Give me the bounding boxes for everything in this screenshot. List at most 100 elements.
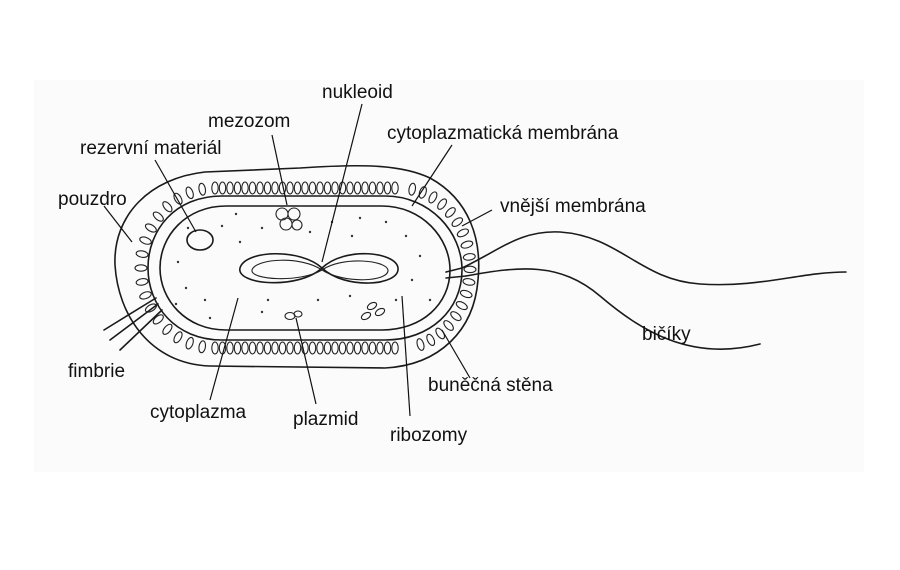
membrane-bead: [185, 186, 194, 200]
membrane-bead: [256, 341, 264, 355]
membrane-bead: [316, 341, 324, 355]
membrane-bead: [323, 341, 332, 355]
membrane-bead: [353, 341, 362, 355]
membrane-bead: [301, 181, 309, 195]
membrane-bead: [271, 181, 279, 195]
membrane-bead: [134, 264, 148, 272]
flagellum-lower: [465, 268, 761, 350]
label-rezervni-material: rezervní materiál: [80, 138, 222, 159]
cytoplasm-dot: [308, 230, 312, 234]
membrane-bead: [135, 250, 149, 258]
cytoplasm-dot: [404, 234, 408, 238]
membrane-bead: [293, 341, 302, 355]
membrane-bead: [248, 181, 257, 195]
cytoplasm-dot: [238, 240, 242, 244]
membrane-bead: [256, 181, 264, 195]
cytoplasm-dot: [184, 286, 188, 290]
membrane-bead: [426, 333, 436, 347]
membrane-bead: [361, 181, 369, 195]
membrane-bead: [460, 240, 474, 249]
plasmid-shape: [284, 310, 303, 321]
membrane-bead: [437, 198, 448, 210]
flagellum-base: [445, 267, 467, 279]
cytoplasmic-membrane-line: [159, 205, 451, 331]
membrane-bead: [308, 341, 317, 355]
cytoplasm-dot: [220, 224, 224, 228]
membrane-bead: [463, 265, 477, 274]
label-bicky: bičíky: [642, 324, 691, 345]
membrane-bead: [361, 341, 369, 355]
membrane-bead: [248, 341, 257, 355]
membrane-bead: [286, 181, 294, 195]
fimbriae-lines: [103, 297, 163, 351]
membrane-bead: [286, 341, 294, 355]
membrane-bead: [456, 228, 470, 238]
membrane-bead: [144, 223, 157, 233]
membrane-bead: [162, 323, 173, 335]
label-vnejsi-membrana: vnější membrána: [500, 196, 646, 217]
membrane-bead: [173, 192, 183, 205]
cytoplasm-dot: [260, 226, 264, 230]
cytoplasm-dot: [418, 254, 422, 258]
membrane-bead: [198, 182, 207, 196]
membrane-bead: [139, 291, 152, 300]
label-bunecna-stena: buněčná stěna: [428, 375, 553, 396]
membrane-bead: [462, 278, 476, 286]
cell-wall-outer: [147, 195, 463, 341]
membrane-bead: [444, 207, 456, 218]
membrane-bead: [263, 341, 272, 355]
cytoplasm-dot: [384, 220, 388, 224]
membrane-bead: [218, 181, 227, 195]
membrane-bead: [233, 341, 242, 355]
membrane-bead: [408, 182, 417, 196]
membrane-bead: [391, 341, 399, 355]
membrane-bead: [271, 341, 279, 355]
label-fimbrie: fimbrie: [68, 361, 125, 382]
membrane-bead: [278, 341, 287, 355]
membrane-bead: [451, 217, 464, 227]
membrane-bead: [376, 341, 384, 355]
cytoplasm-dot: [208, 316, 212, 320]
cytoplasm-dot: [203, 298, 207, 302]
membrane-bead: [226, 181, 234, 195]
membrane-bead: [443, 320, 454, 331]
membrane-bead: [316, 181, 324, 195]
membrane-bead: [368, 341, 377, 355]
membrane-bead: [346, 341, 354, 355]
membrane-bead: [241, 181, 249, 195]
membrane-bead: [416, 338, 425, 351]
membrane-bead: [383, 341, 392, 355]
cytoplasm-dot: [394, 298, 398, 302]
membrane-bead: [152, 211, 164, 222]
capsule-outline: [114, 164, 480, 369]
cytoplasm-dot: [358, 216, 362, 220]
mesosome-shape: [275, 207, 303, 231]
nucleoid-loop: [239, 252, 399, 284]
membrane-bead: [331, 181, 339, 195]
membrane-bead: [450, 311, 462, 322]
membrane-bead: [198, 340, 207, 354]
membrane-bead: [211, 181, 219, 195]
cytoplasm-dot: [410, 278, 414, 282]
cytoplasm-dot: [316, 298, 320, 302]
membrane-bead: [173, 331, 183, 344]
membrane-bead: [241, 341, 249, 355]
membrane-bead: [162, 201, 173, 213]
membrane-bead: [368, 181, 377, 195]
label-cytoplazma: cytoplazma: [150, 402, 247, 423]
label-nukleoid: nukleoid: [322, 82, 393, 103]
membrane-bead: [185, 336, 194, 350]
cytoplasm-dot: [260, 310, 264, 314]
membrane-bead: [263, 181, 272, 195]
cytoplasm-dot: [348, 294, 352, 298]
label-pouzdro: pouzdro: [58, 189, 127, 210]
label-plazmid: plazmid: [293, 409, 358, 430]
cytoplasm-dot: [266, 298, 270, 302]
flagellum-upper: [461, 231, 847, 286]
membrane-bead: [376, 181, 384, 195]
membrane-bead: [152, 314, 164, 325]
membrane-bead: [323, 181, 332, 195]
membrane-bead: [301, 341, 309, 355]
